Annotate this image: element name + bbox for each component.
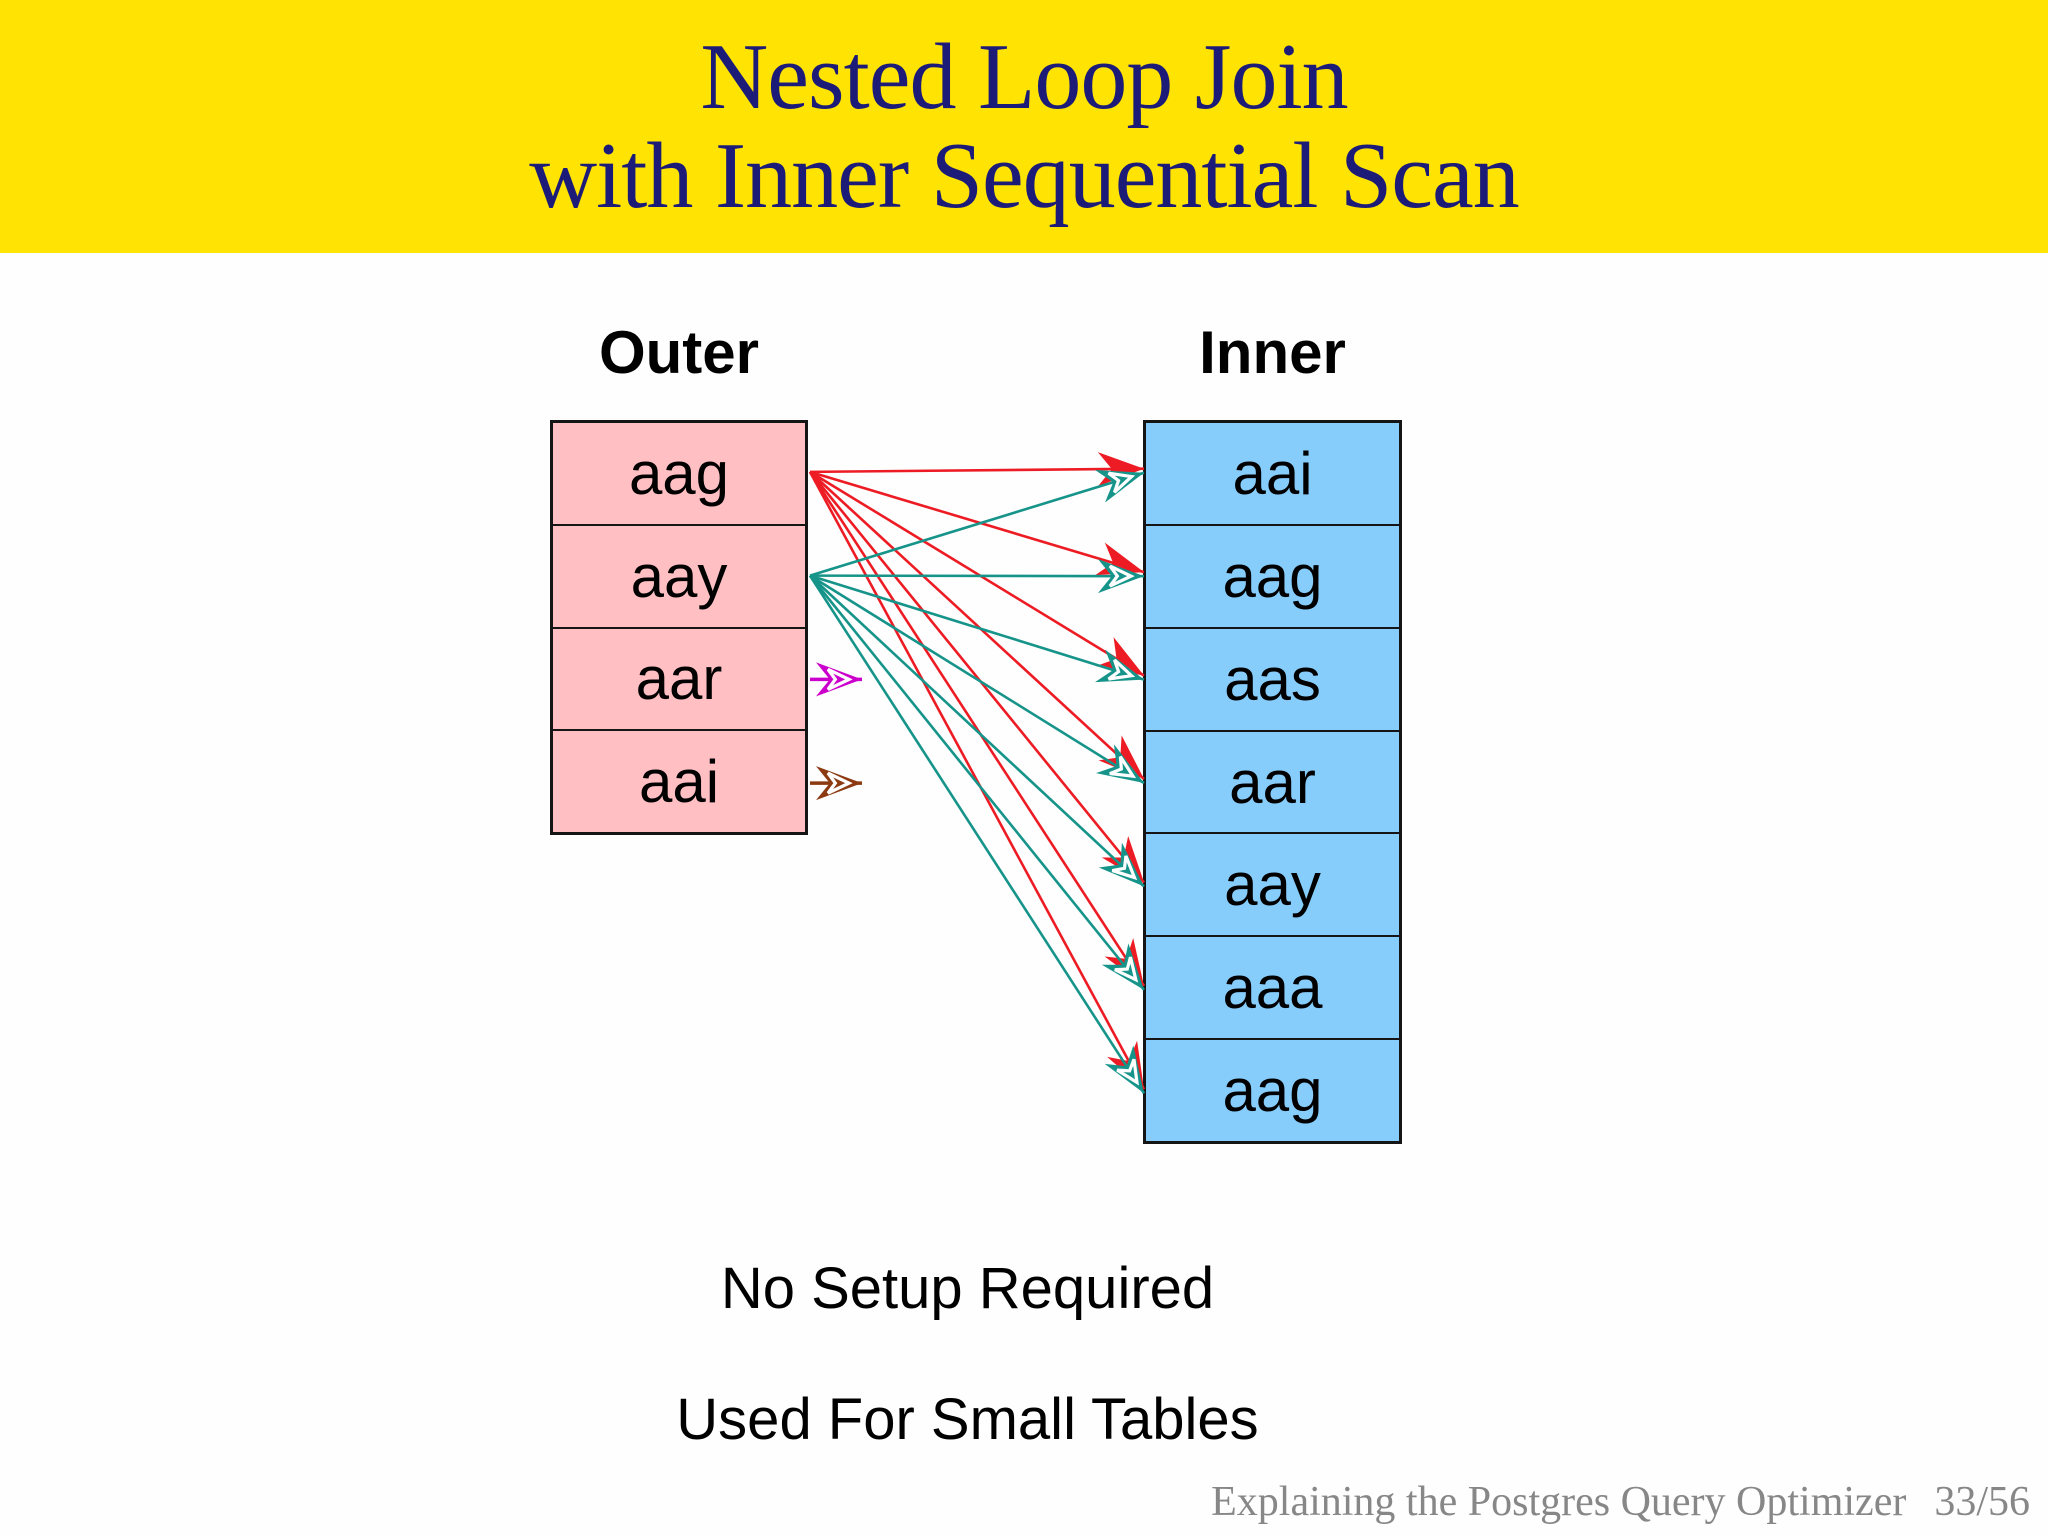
arrowhead	[1104, 938, 1144, 986]
table-row: aaa	[1146, 937, 1399, 1041]
table-row: aag	[553, 423, 805, 526]
footer-deck-title: Explaining the Postgres Query Optimizer	[1211, 1479, 1907, 1525]
pointer-from-aar	[810, 662, 862, 697]
arrowhead	[1097, 452, 1144, 487]
arrowhead	[1095, 470, 1144, 503]
table-row: aag	[1146, 525, 1399, 629]
arrowhead	[1095, 542, 1144, 576]
slide-title-line2: with Inner Sequential Scan	[529, 123, 1519, 228]
arrowhead-chevron	[1109, 755, 1137, 779]
arrowhead	[1098, 842, 1144, 887]
arrowhead	[816, 662, 862, 697]
arrowhead	[1098, 735, 1144, 779]
arrowhead-chevron	[1116, 1058, 1139, 1086]
arrowhead	[1104, 1045, 1144, 1094]
join-scan-from-aay	[808, 470, 1146, 1094]
arrowhead-chevron	[826, 667, 853, 691]
inner-table-label: Inner	[1199, 319, 1346, 386]
arrowhead	[1097, 559, 1144, 594]
arrowhead-chevron	[1111, 855, 1138, 881]
table-row: aar	[553, 628, 805, 732]
note-small-tables: Used For Small Tables	[676, 1387, 1259, 1452]
arrowhead-chevron	[1108, 564, 1135, 588]
join-scan-from-aag	[808, 452, 1146, 1090]
arrowhead	[1095, 744, 1144, 783]
table-row: aay	[553, 525, 805, 629]
outer-table-label: Outer	[598, 319, 760, 386]
table-row: aar	[1146, 731, 1399, 835]
title-banner: Nested Loop Join with Inner Sequential S…	[0, 0, 2048, 253]
slide-title-line1: Nested Loop Join	[700, 24, 1348, 129]
arrowhead	[1107, 1040, 1144, 1090]
table-row: aai	[553, 731, 805, 832]
table-row: aay	[1146, 834, 1399, 938]
slide-footer: Explaining the Postgres Query Optimizer 3…	[1211, 1478, 2030, 1526]
arrowhead	[1101, 943, 1144, 990]
footer-page-number: 33/56	[1934, 1479, 2030, 1525]
arrowhead-chevron	[1107, 658, 1136, 681]
note-no-setup: No Setup Required	[720, 1256, 1215, 1321]
arrowhead	[1095, 649, 1144, 683]
arrowhead-chevron	[1114, 956, 1139, 983]
table-row: aag	[1146, 1040, 1399, 1142]
arrowhead-chevron	[826, 771, 853, 795]
arrowhead	[816, 766, 862, 801]
arrowhead	[1101, 836, 1144, 883]
arrowhead-chevron	[1107, 471, 1136, 494]
arrowhead	[1095, 637, 1144, 676]
pointer-from-aai	[810, 766, 862, 801]
table-row: aai	[1146, 423, 1399, 526]
table-row: aas	[1146, 628, 1399, 732]
